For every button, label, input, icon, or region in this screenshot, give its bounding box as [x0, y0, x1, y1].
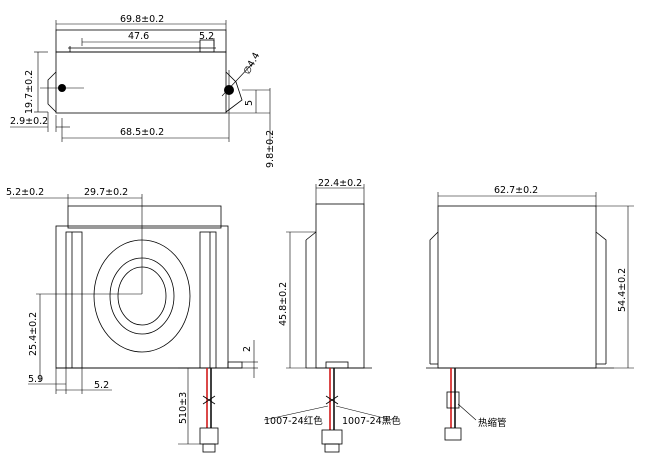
top-view-left-ear	[47, 71, 57, 113]
dim-hole-dia: ∅4.4	[242, 51, 263, 77]
dim-front-core: 29.7±0.2	[84, 187, 128, 198]
rear-view-connector	[444, 427, 462, 441]
dim-side-width: 22.4±0.2	[318, 178, 362, 189]
dim-side-height: 45.8±0.2	[278, 282, 289, 326]
dim-front-2: 2	[242, 346, 253, 352]
dim-rear-width: 62.7±0.2	[494, 185, 538, 196]
dim-lead-len: 510±3	[178, 392, 189, 424]
rear-view: 62.7±0.2 54.4±0.2 热缩管	[426, 185, 634, 441]
top-view: 69.8±0.2 47.6 5.2 ∅4.4 19.7±0.2 2.9±0.2 …	[10, 14, 276, 168]
dim-front-left: 5.2±0.2	[6, 187, 44, 198]
rear-view-body	[437, 205, 597, 369]
dim-left-offset: 2.9±0.2	[10, 116, 48, 127]
dim-top-slot: 47.6	[128, 31, 149, 42]
dim-hole-span: 68.5±0.2	[120, 127, 164, 138]
dim-base-height: 9.8±0.2	[265, 130, 276, 168]
front-view-connector	[199, 427, 219, 445]
top-view-upper-plate	[55, 29, 227, 53]
wire-black-label: 1007-24黑色	[342, 415, 401, 427]
front-view: 5.2±0.2 29.7±0.2 25.4±0.2 2 5.9 5.2 510±…	[6, 187, 258, 453]
side-view-body	[315, 203, 365, 369]
top-view-body	[55, 51, 227, 114]
front-view-right-frame	[199, 231, 217, 369]
front-view-foot	[227, 361, 243, 369]
dim-right-5: 5	[244, 100, 255, 106]
side-view-connector	[321, 429, 343, 445]
dim-top-height: 19.7±0.2	[24, 70, 35, 114]
dim-front-52: 5.2	[94, 380, 109, 391]
dim-top-tab: 5.2	[199, 31, 214, 42]
top-view-right-ear	[225, 71, 243, 113]
dim-top-width: 69.8±0.2	[120, 14, 164, 25]
heat-shrink-label: 热缩管	[478, 417, 507, 429]
dim-front-59: 5.9	[28, 374, 43, 385]
dim-front-center: 25.4±0.2	[28, 312, 39, 356]
side-view: 22.4±0.2 45.8±0.2 1007-24红色 1007-24黑色	[263, 178, 401, 453]
front-view-left-frame	[65, 231, 83, 369]
front-view-top-plate	[67, 205, 222, 229]
dim-rear-height: 54.4±0.2	[617, 268, 628, 312]
wire-red-label: 1007-24红色	[264, 415, 323, 427]
side-view-foot	[325, 361, 349, 369]
